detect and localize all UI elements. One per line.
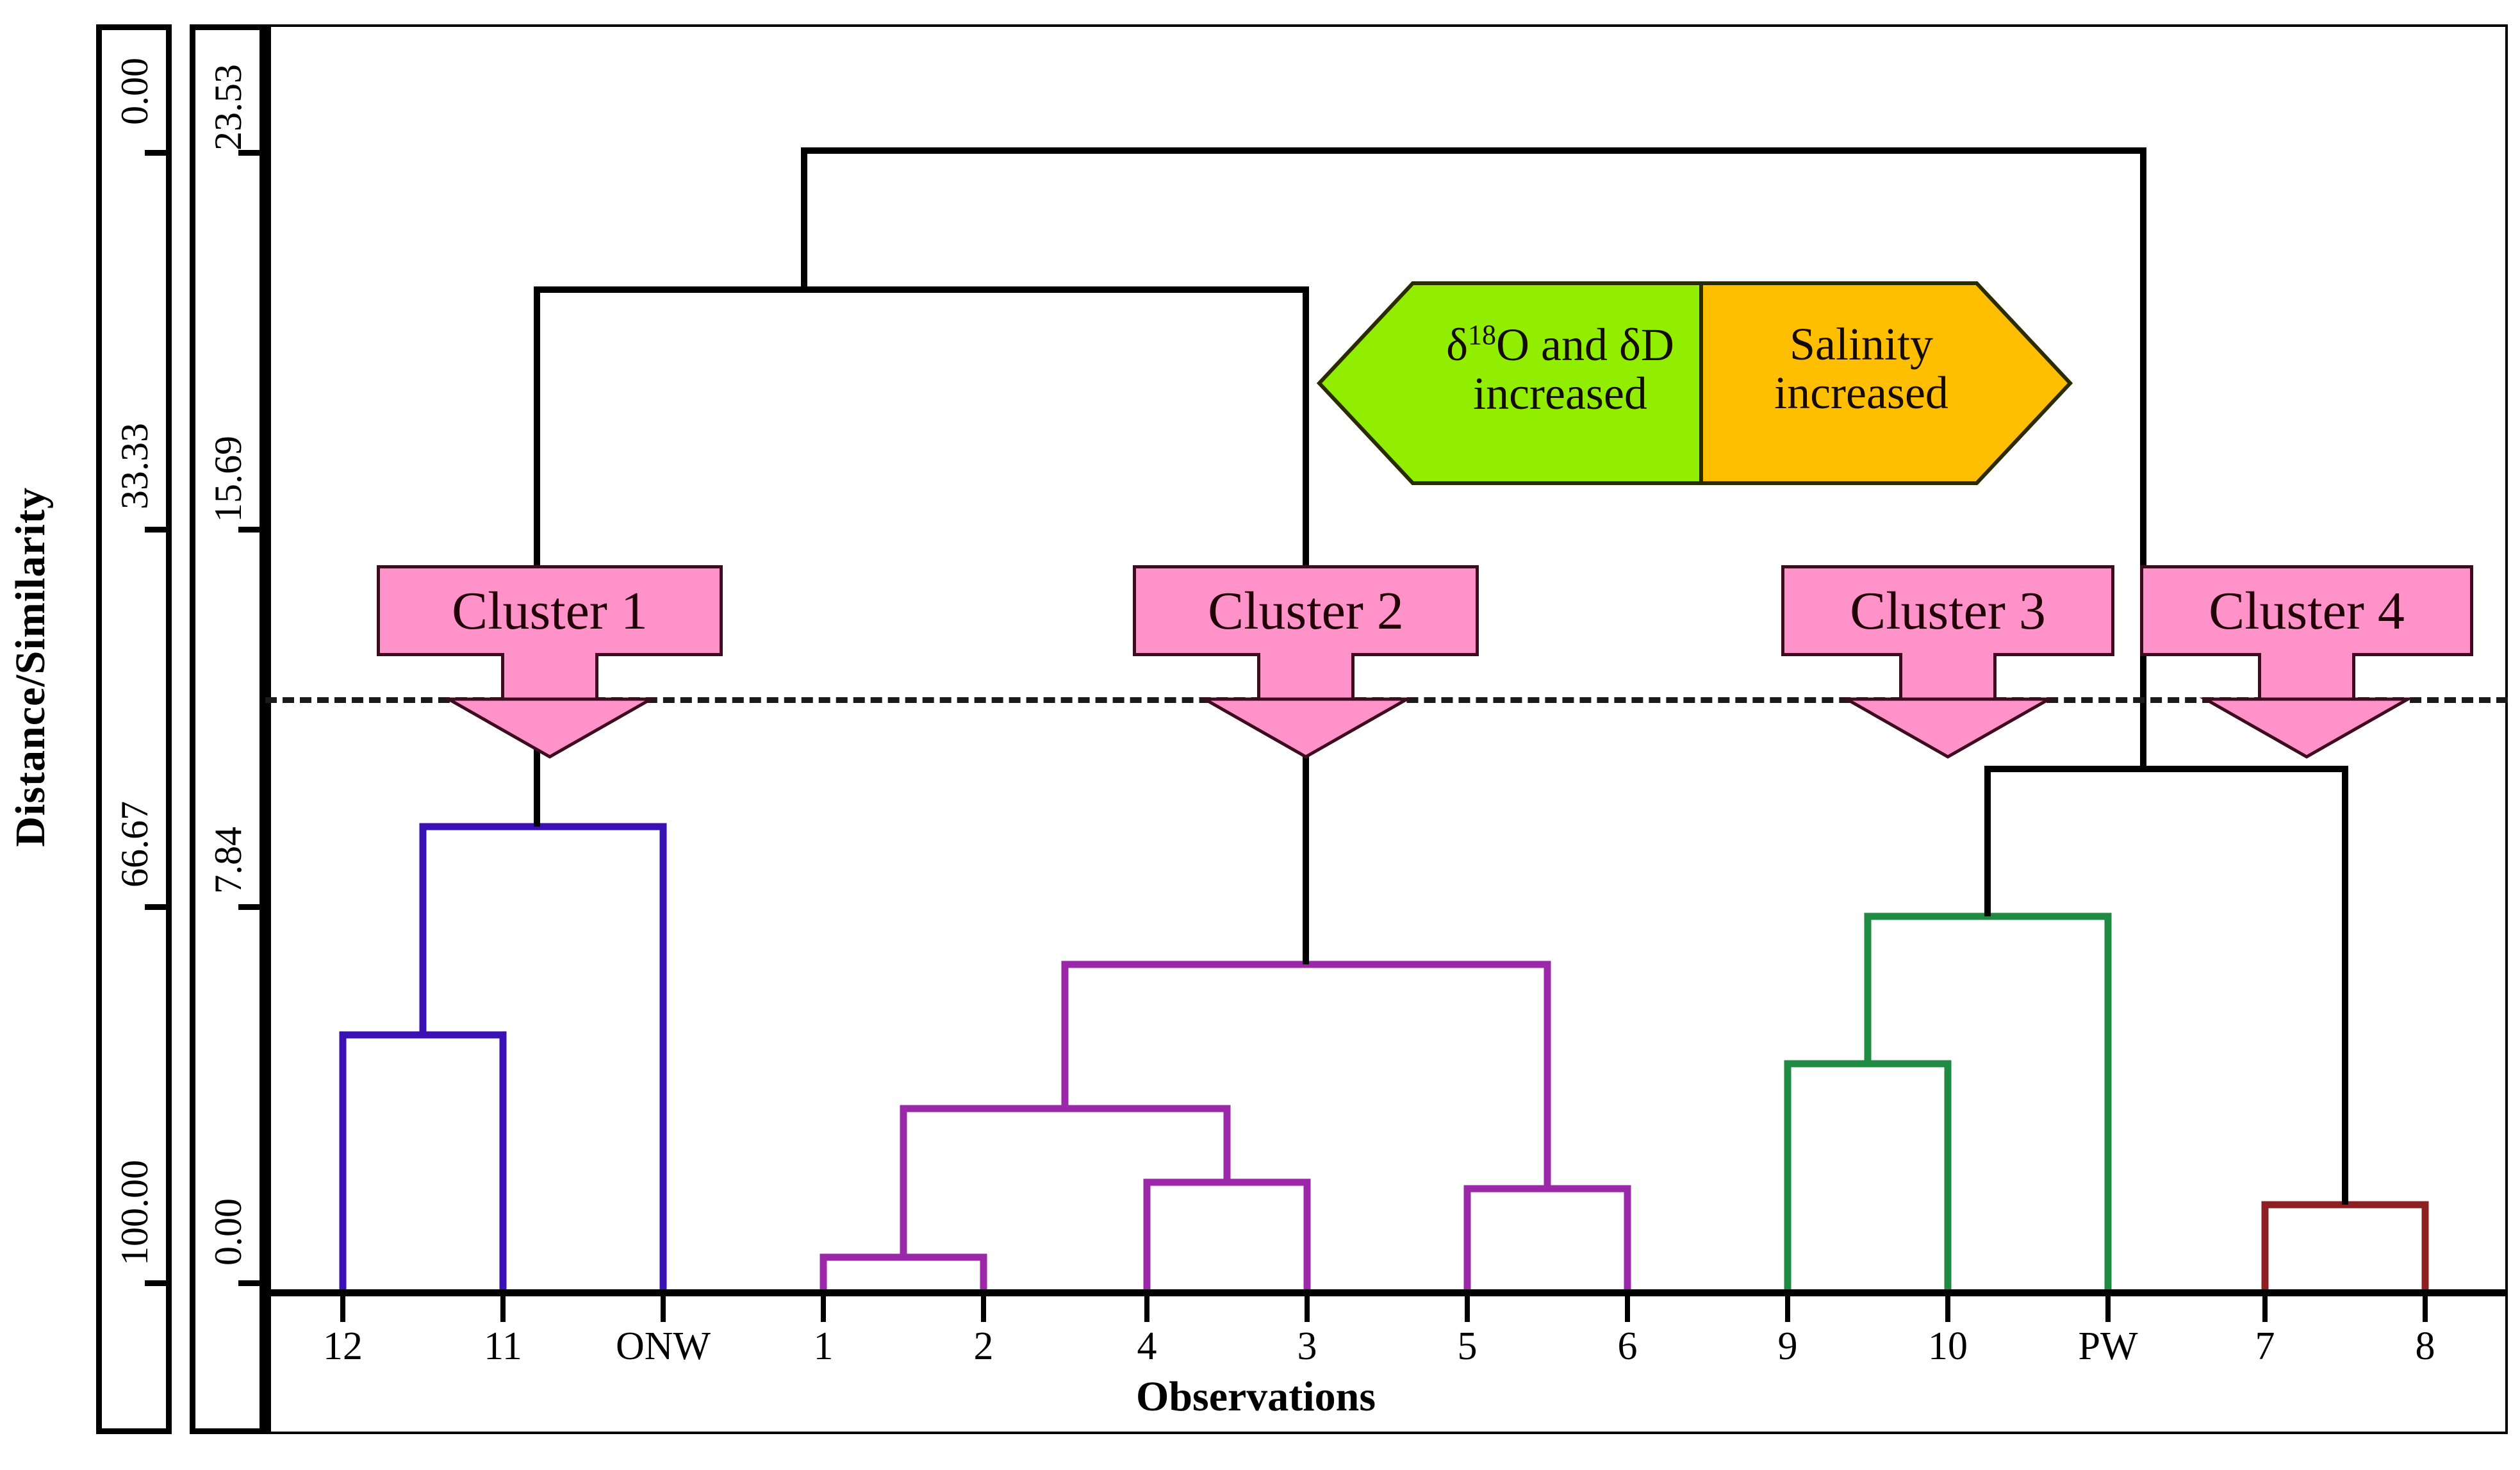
x-label-6: 6 bbox=[1617, 1325, 1638, 1368]
trend-right-line2: increased bbox=[1774, 367, 1948, 418]
similarity-tick-label-1: 33.33 bbox=[113, 423, 156, 509]
x-tick-3 bbox=[821, 1296, 826, 1322]
x-label-10: 10 bbox=[1928, 1325, 1968, 1368]
x-tick-10 bbox=[1945, 1296, 1950, 1322]
delta18o-suffix: O and δD bbox=[1496, 319, 1674, 370]
x-label-2: 2 bbox=[973, 1325, 994, 1368]
cluster-2-arrow-head bbox=[1198, 697, 1413, 759]
x-label-8: 8 bbox=[2415, 1325, 2435, 1368]
similarity-tick-1 bbox=[145, 527, 172, 533]
trend-right-text: Salinity increased bbox=[1727, 320, 1996, 417]
x-label-1: 1 bbox=[813, 1325, 834, 1368]
x-tick-13 bbox=[2423, 1296, 2428, 1322]
similarity-tick-label-2: 66.67 bbox=[113, 801, 156, 888]
similarity-tick-label-3: 100.00 bbox=[113, 1160, 156, 1266]
x-label-12: 12 bbox=[323, 1325, 363, 1368]
x-label-onw: ONW bbox=[615, 1325, 711, 1368]
distance-tick-label-3: 0.00 bbox=[207, 1198, 249, 1266]
distance-tick-3 bbox=[238, 1280, 265, 1286]
x-label-3: 3 bbox=[1297, 1325, 1317, 1368]
x-label-4: 4 bbox=[1137, 1325, 1157, 1368]
similarity-tick-label-0: 0.00 bbox=[113, 58, 156, 125]
trend-annotation: δ18O and δD increased Salinity increased bbox=[1317, 281, 2073, 486]
distance-tick-2 bbox=[238, 904, 265, 910]
similarity-tick-3 bbox=[145, 1280, 172, 1286]
cluster-3-arrow-stem bbox=[1899, 653, 1997, 706]
cluster-3-label: Cluster 3 bbox=[1781, 565, 2114, 656]
x-axis-title: Observations bbox=[1135, 1373, 1376, 1420]
x-label-11: 11 bbox=[484, 1325, 522, 1368]
delta18o-superscript: 18 bbox=[1468, 319, 1497, 351]
distance-tick-0 bbox=[238, 150, 265, 156]
x-tick-7 bbox=[1465, 1296, 1470, 1322]
x-tick-2 bbox=[661, 1296, 666, 1322]
x-tick-11 bbox=[2105, 1296, 2111, 1322]
similarity-axis bbox=[96, 24, 172, 1434]
x-tick-5 bbox=[1144, 1296, 1149, 1322]
trend-left-shape bbox=[1317, 281, 1703, 485]
delta18o-label: δ bbox=[1446, 319, 1469, 370]
x-tick-0 bbox=[340, 1296, 345, 1322]
plot-right-spine bbox=[2505, 24, 2508, 1434]
cluster-2-label: Cluster 2 bbox=[1133, 565, 1479, 656]
distance-tick-label-2: 7.84 bbox=[207, 827, 249, 894]
cluster-1-arrow-head bbox=[442, 697, 657, 759]
trend-right-line1: Salinity bbox=[1789, 318, 1933, 370]
x-label-pw: PW bbox=[2078, 1325, 2138, 1368]
similarity-tick-0 bbox=[145, 150, 172, 156]
distance-tick-label-1: 15.69 bbox=[207, 436, 249, 522]
cluster-4-label: Cluster 4 bbox=[2140, 565, 2473, 656]
x-label-5: 5 bbox=[1457, 1325, 1478, 1368]
cluster-1-label: Cluster 1 bbox=[377, 565, 723, 656]
cluster-4-arrow-stem bbox=[2258, 653, 2355, 706]
trend-left-line2: increased bbox=[1473, 367, 1647, 419]
x-tick-9 bbox=[1785, 1296, 1790, 1322]
x-tick-4 bbox=[981, 1296, 986, 1322]
y-axis-title: Distance/Similarity bbox=[7, 487, 54, 847]
x-label-9: 9 bbox=[1777, 1325, 1798, 1368]
cluster-3-arrow-head bbox=[1840, 697, 2055, 759]
plot-bottom-spine bbox=[265, 1432, 2508, 1434]
x-tick-1 bbox=[500, 1296, 506, 1322]
x-label-7: 7 bbox=[2255, 1325, 2275, 1368]
trend-left-text: δ18O and δD increased bbox=[1413, 320, 1708, 418]
cluster-2-arrow-stem bbox=[1257, 653, 1355, 706]
similarity-tick-2 bbox=[145, 904, 172, 910]
x-tick-6 bbox=[1305, 1296, 1310, 1322]
plot-top-spine bbox=[265, 24, 2508, 27]
distance-tick-1 bbox=[238, 527, 265, 533]
x-axis-baseline bbox=[265, 1289, 2508, 1296]
x-tick-12 bbox=[2262, 1296, 2268, 1322]
distance-tick-label-0: 23.53 bbox=[207, 64, 249, 151]
cluster-1-arrow-stem bbox=[501, 653, 598, 706]
plot-left-spine bbox=[265, 24, 271, 1434]
x-tick-8 bbox=[1625, 1296, 1630, 1322]
distance-axis bbox=[190, 24, 265, 1434]
cluster-4-arrow-head bbox=[2199, 697, 2414, 759]
